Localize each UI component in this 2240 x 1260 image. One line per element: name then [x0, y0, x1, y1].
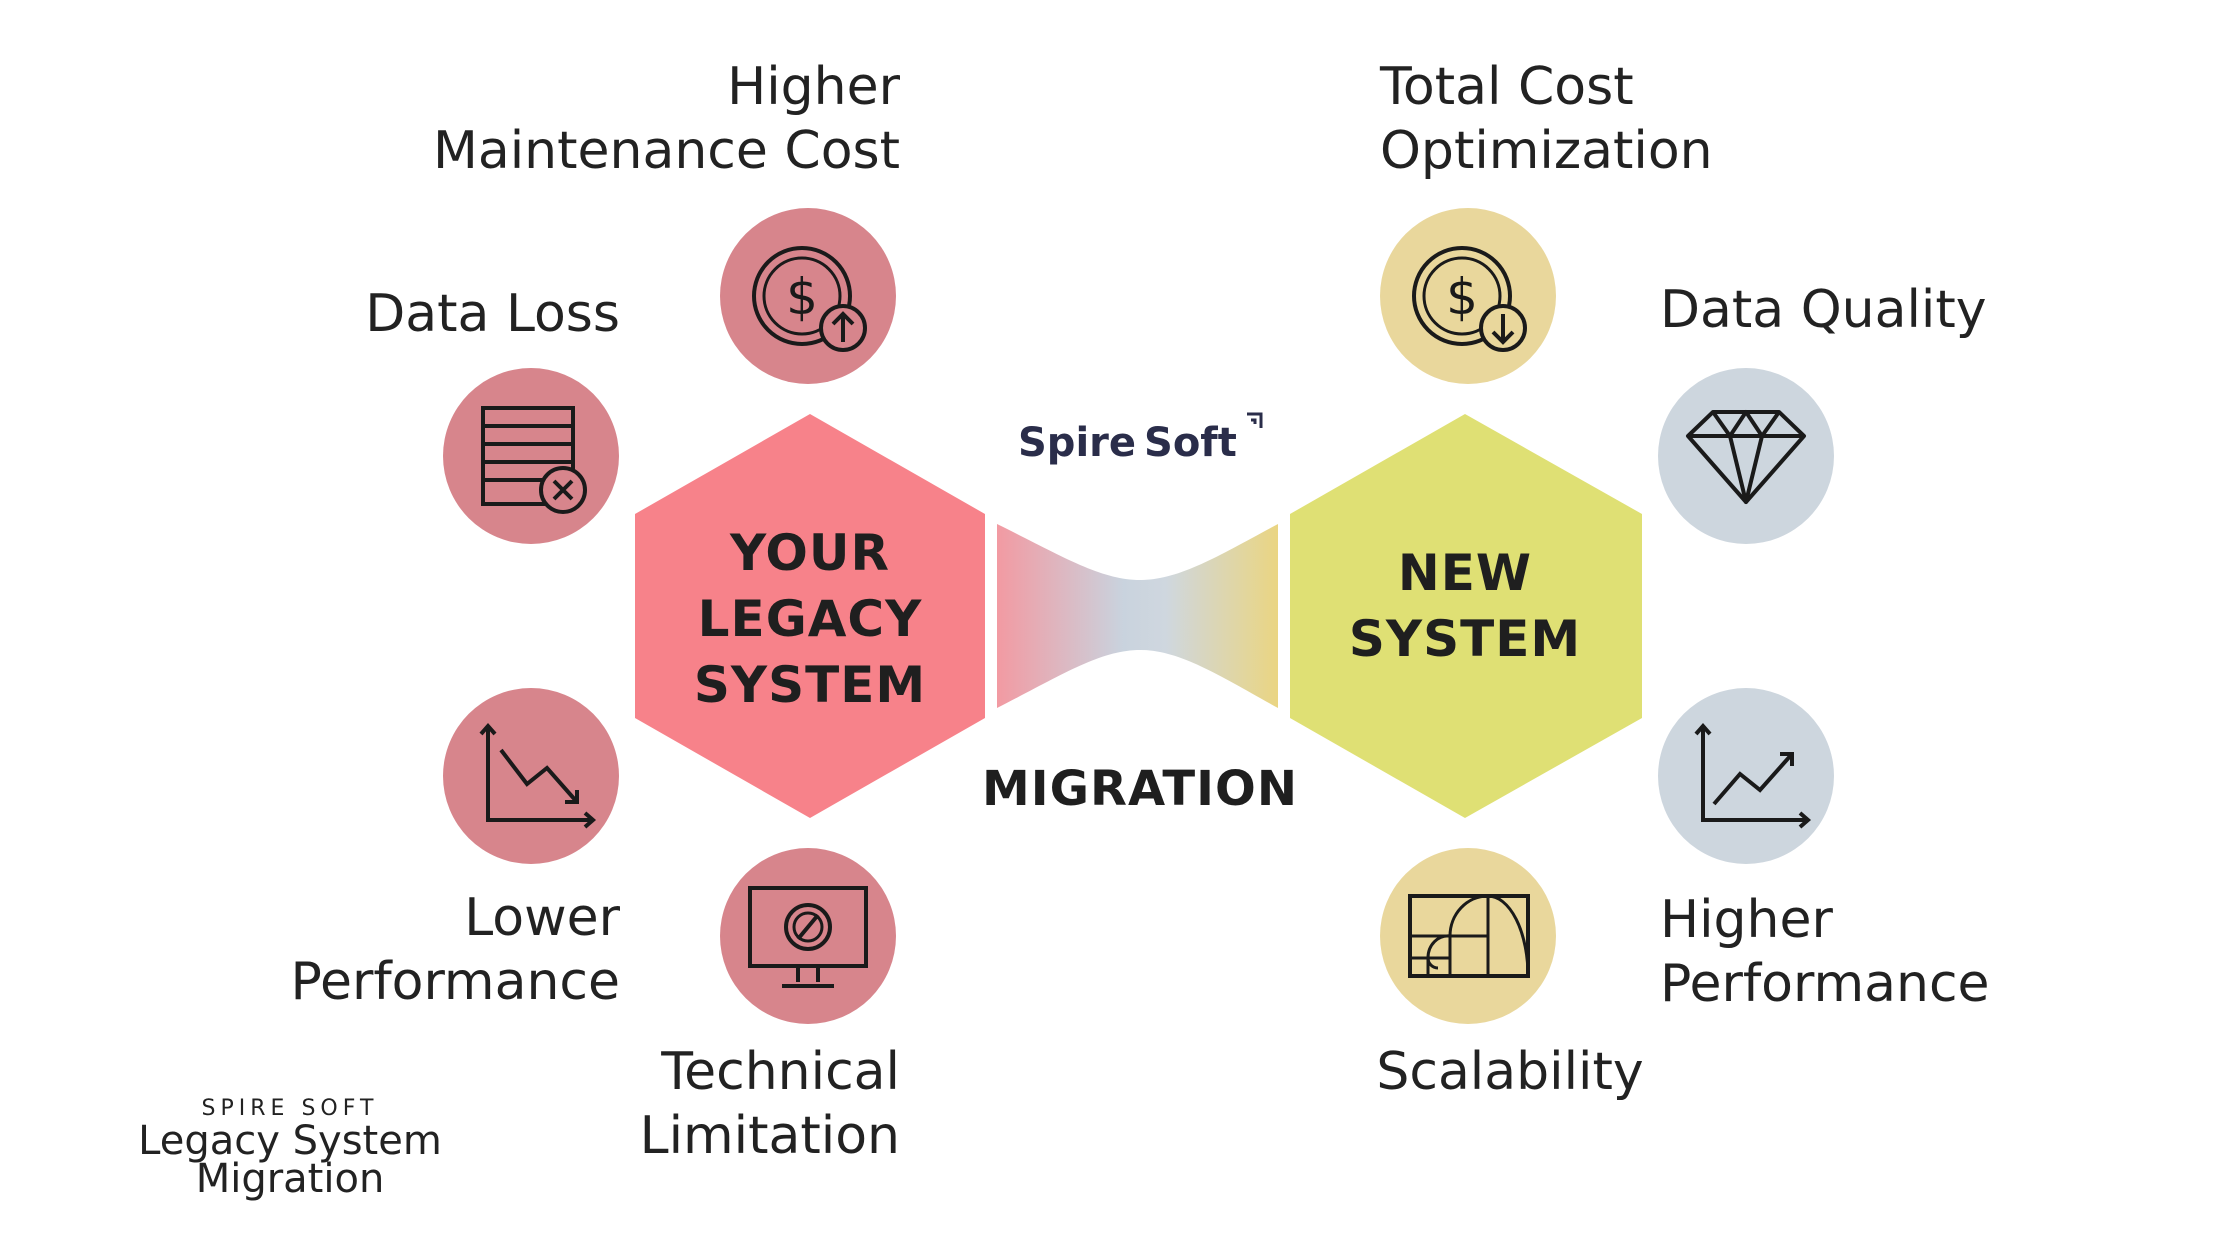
database-x-icon	[481, 406, 587, 514]
footer-title-line-2: Migration	[195, 1156, 385, 1202]
circle-higher-performance	[1658, 688, 1834, 864]
label-technical-limitation: Technical Limitation	[500, 1040, 900, 1168]
migration-label: MIGRATION	[982, 761, 1298, 817]
label-line: Data Loss	[365, 284, 620, 344]
footer-title: Legacy System Migration	[120, 1118, 460, 1202]
label-total-cost-optimization: Total Cost Optimization	[1380, 55, 1880, 183]
circle-higher-maintenance-cost: $	[720, 208, 896, 384]
label-higher-maintenance-cost: Higher Maintenance Cost	[300, 55, 900, 183]
label-line: Higher	[727, 57, 900, 117]
label-line: Scalability	[1376, 1042, 1644, 1102]
circle-data-quality	[1658, 368, 1834, 544]
label-line: Higher	[1660, 890, 1833, 950]
legacy-system-label: YOUR LEGACY SYSTEM	[660, 520, 960, 718]
circle-total-cost-optimization: $	[1380, 208, 1556, 384]
brand-name-part2: Soft	[1144, 420, 1237, 466]
circle-technical-limitation	[720, 848, 896, 1024]
label-line: Total Cost	[1380, 57, 1634, 117]
label-line: Limitation	[639, 1106, 900, 1166]
chart-down-icon	[479, 722, 597, 829]
circle-data-loss	[443, 368, 619, 544]
new-system-line-2: SYSTEM	[1348, 610, 1582, 668]
brand-name-part1: Spire	[1018, 420, 1137, 466]
label-line: Maintenance Cost	[432, 121, 900, 181]
footer-title-line-1: Legacy System	[138, 1118, 442, 1164]
label-line: Optimization	[1380, 121, 1713, 181]
legacy-line-1: YOUR	[729, 524, 891, 582]
circle-scalability	[1380, 848, 1556, 1024]
label-data-quality: Data Quality	[1660, 278, 2060, 342]
circle-lower-performance	[443, 688, 619, 864]
label-data-loss: Data Loss	[300, 282, 620, 346]
migration-funnel	[997, 524, 1278, 708]
new-system-label: NEW SYSTEM	[1315, 540, 1615, 672]
legacy-line-2: LEGACY	[697, 590, 923, 648]
golden-ratio-icon	[1408, 894, 1530, 978]
label-line: Performance	[1660, 954, 1990, 1014]
label-line: Performance	[290, 952, 620, 1012]
new-system-line-1: NEW	[1397, 544, 1533, 602]
label-higher-performance: Higher Performance	[1660, 888, 2080, 1016]
svg-text:$: $	[1446, 268, 1478, 326]
diamond-icon	[1686, 410, 1806, 504]
legacy-system-hexagon	[635, 414, 985, 818]
label-line: Data Quality	[1660, 280, 1987, 340]
label-lower-performance: Lower Performance	[200, 886, 620, 1014]
new-system-hexagon	[1290, 414, 1642, 818]
monitor-blocked-icon	[748, 886, 868, 988]
label-line: Technical	[661, 1042, 900, 1102]
footer-company: SPIRE SOFT	[201, 1096, 379, 1121]
label-line: Lower	[464, 888, 620, 948]
label-scalability: Scalability	[1330, 1040, 1690, 1104]
dollar-down-icon: $	[1412, 246, 1527, 352]
chart-up-icon	[1694, 722, 1812, 829]
brand-corner-icon	[1246, 412, 1263, 428]
dollar-up-icon: $	[752, 246, 867, 352]
svg-text:$: $	[786, 268, 818, 326]
legacy-line-3: SYSTEM	[693, 656, 927, 714]
